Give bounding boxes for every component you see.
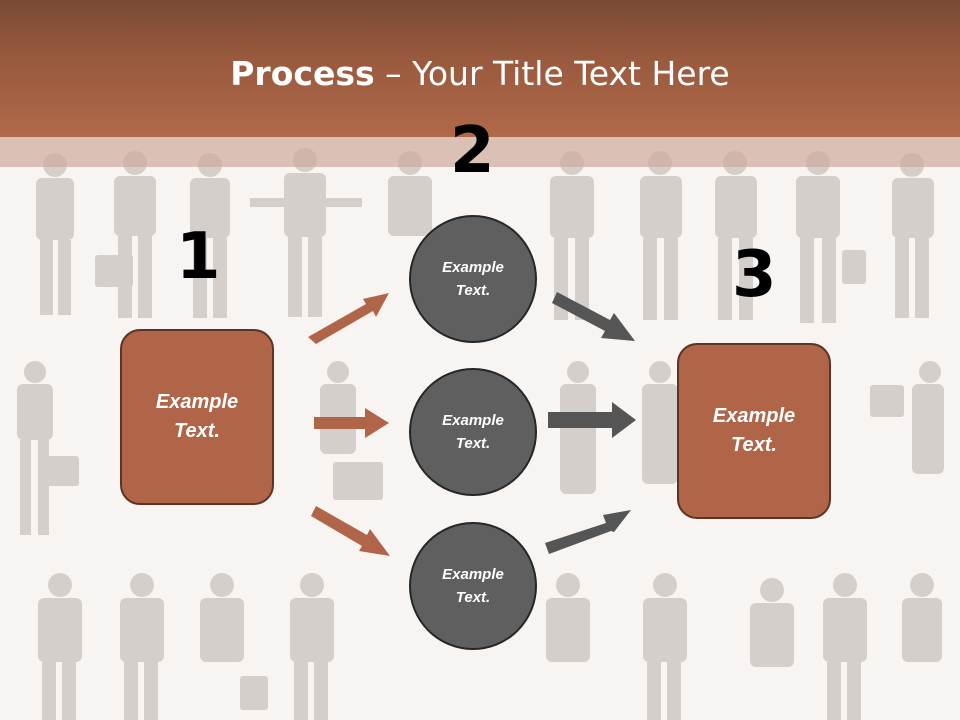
person-figure <box>902 573 942 662</box>
arrow-down-right <box>552 292 635 341</box>
person-figure <box>120 573 164 720</box>
person-figure <box>200 573 268 710</box>
person-figure <box>38 573 82 720</box>
banner-strip <box>0 137 960 167</box>
arrow-down-right <box>311 506 390 556</box>
step-1-box: Example Text. <box>120 329 274 505</box>
person-figure <box>36 153 74 315</box>
title-banner <box>0 0 960 137</box>
slide-title: Process – Your Title Text Here <box>0 52 960 96</box>
step-2-circle-bottom: Example Text. <box>409 522 537 650</box>
arrow-up-right <box>545 510 631 554</box>
person-figure <box>190 153 230 318</box>
step-number-2: 2 <box>450 114 495 188</box>
step-3-box: Example Text. <box>677 343 831 519</box>
person-figure <box>796 151 866 323</box>
person-figure <box>17 361 79 535</box>
title-rest: – Your Title Text Here <box>374 54 730 93</box>
person-figure <box>546 573 590 662</box>
person-figure <box>870 361 944 474</box>
arrow-up-right <box>308 293 389 344</box>
step-2-circle-top: Example Text. <box>409 215 537 343</box>
person-figure <box>290 573 334 720</box>
person-figure <box>642 361 678 484</box>
person-figure <box>643 573 687 720</box>
title-bold: Process <box>230 54 375 93</box>
arrow-right <box>314 408 389 438</box>
step-number-1: 1 <box>176 220 221 294</box>
person-figure <box>95 151 156 318</box>
step-number-3: 3 <box>732 238 777 312</box>
person-figure <box>750 578 794 667</box>
step-2-circle-middle: Example Text. <box>409 368 537 496</box>
person-figure <box>560 361 596 494</box>
arrow-right <box>548 402 636 438</box>
person-figure <box>823 573 867 720</box>
